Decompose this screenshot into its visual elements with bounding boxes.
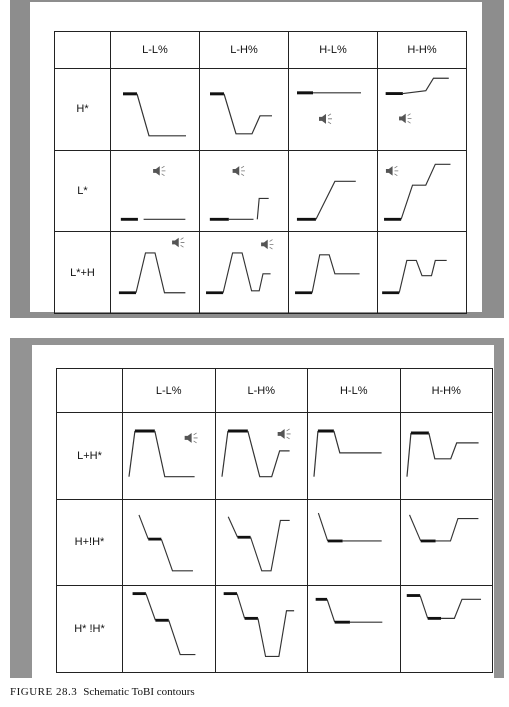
- figure-label: FIGURE 28.3: [10, 686, 78, 698]
- corner-cell: [54, 31, 111, 69]
- row-header: L+H*: [56, 412, 123, 500]
- contour-hhs-hh: [408, 514, 478, 543]
- column-header: L-L%: [110, 31, 200, 69]
- contour-cell: [122, 498, 216, 587]
- bottom-contour-table: L-L% L-H% H-L% H-H% L+H*: [56, 368, 493, 673]
- contour-cell: [399, 498, 493, 587]
- contour-l-ll: [120, 165, 186, 221]
- contour-lh-lh: [206, 239, 274, 295]
- contour-hshs-ll: [132, 592, 196, 656]
- row-header: L*: [54, 149, 111, 233]
- contour-cell: [307, 412, 401, 500]
- speaker-icon[interactable]: [261, 239, 274, 250]
- contour-cell: [288, 68, 378, 151]
- speaker-icon[interactable]: [277, 428, 291, 440]
- figure-caption-text: Schematic ToBI contours: [83, 686, 195, 698]
- contour-cell: [307, 585, 401, 673]
- row-header: H*: [54, 68, 111, 151]
- speaker-icon[interactable]: [172, 237, 185, 248]
- contour-lhs-hh: [405, 431, 479, 477]
- contour-l-hh: [384, 163, 451, 221]
- corner-cell: [56, 368, 123, 413]
- contour-cell: [307, 498, 401, 587]
- contour-l-hl: [296, 180, 356, 221]
- contour-cell: [214, 498, 308, 587]
- contour-hshs-hl: [315, 598, 383, 624]
- column-header: H-H%: [377, 31, 467, 69]
- contour-lh-hl: [295, 254, 360, 295]
- contour-l-lh: [209, 165, 269, 221]
- contour-h-lh: [210, 92, 272, 135]
- row-header: L*+H: [54, 231, 111, 314]
- speaker-icon[interactable]: [319, 113, 332, 125]
- contour-cell: [399, 585, 493, 673]
- column-header: H-L%: [307, 368, 401, 413]
- column-header: H-L%: [288, 31, 378, 69]
- contour-lhs-ll: [128, 429, 198, 478]
- bottom-figure-panel: L-L% L-H% H-L% H-H% L+H*: [10, 338, 504, 678]
- contour-cell: [377, 149, 467, 233]
- contour-cell: [122, 412, 216, 500]
- row-header: H+!H*: [56, 498, 123, 587]
- contour-hhs-lh: [227, 516, 290, 571]
- contour-cell: [377, 68, 467, 151]
- row-header: H* !H*: [56, 585, 123, 673]
- contour-h-hl: [297, 91, 361, 125]
- top-figure-panel: L-L% L-H% H-L% H-H% H*: [10, 0, 504, 318]
- speaker-icon[interactable]: [184, 432, 198, 444]
- contour-lhs-lh: [220, 428, 291, 478]
- column-header: L-H%: [199, 31, 289, 69]
- column-header: L-H%: [214, 368, 308, 413]
- contour-cell: [199, 231, 289, 314]
- contour-lhs-hl: [313, 429, 382, 477]
- contour-lh-ll: [118, 237, 186, 295]
- column-header: L-L%: [122, 368, 216, 413]
- bottom-figure-sheet: L-L% L-H% H-L% H-H% L+H*: [32, 345, 494, 678]
- contour-cell: [199, 68, 289, 151]
- contour-cell: [399, 412, 493, 500]
- contour-cell: [110, 231, 200, 314]
- contour-hhs-ll: [138, 514, 193, 571]
- contour-cell: [288, 231, 378, 314]
- contour-hshs-hh: [406, 594, 481, 621]
- speaker-icon[interactable]: [232, 165, 245, 176]
- contour-lh-hh: [382, 260, 447, 295]
- contour-cell: [110, 149, 200, 233]
- contour-h-hh: [385, 77, 449, 124]
- speaker-icon[interactable]: [153, 165, 166, 176]
- speaker-icon[interactable]: [385, 165, 399, 176]
- contour-cell: [377, 231, 467, 314]
- contour-hshs-lh: [223, 592, 294, 658]
- column-header: H-H%: [399, 368, 493, 413]
- contour-cell: [288, 149, 378, 233]
- contour-cell: [214, 412, 308, 500]
- contour-cell: [199, 149, 289, 233]
- contour-h-ll: [123, 92, 186, 137]
- top-contour-table: L-L% L-H% H-L% H-H% H*: [54, 31, 467, 314]
- speaker-icon[interactable]: [399, 113, 412, 124]
- contour-hhs-hl: [317, 512, 382, 543]
- contour-cell: [214, 585, 308, 673]
- top-figure-sheet: L-L% L-H% H-L% H-H% H*: [30, 2, 482, 314]
- figure-caption: FIGURE 28.3 Schematic ToBI contours: [10, 686, 195, 698]
- contour-cell: [110, 68, 200, 151]
- contour-cell: [122, 585, 216, 673]
